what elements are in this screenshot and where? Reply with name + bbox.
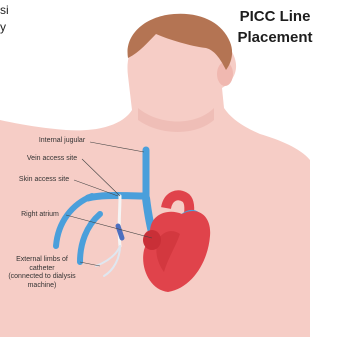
right-atrium [143,230,161,250]
external-limbs-line-4: machine) [4,282,80,291]
label-external-limbs: External limbs of catheter (connected to… [4,256,80,290]
label-internal-jugular: Internal jugular [32,137,92,146]
external-limbs-line-3: (connected to dialysis [4,273,80,282]
external-limbs-line-2: catheter [4,265,80,274]
label-right-atrium: Right atrium [14,211,66,220]
label-vein-access-site: Vein access site [20,155,84,164]
label-skin-access-site: Skin access site [12,176,76,185]
external-limbs-line-1: External limbs of [4,256,80,265]
